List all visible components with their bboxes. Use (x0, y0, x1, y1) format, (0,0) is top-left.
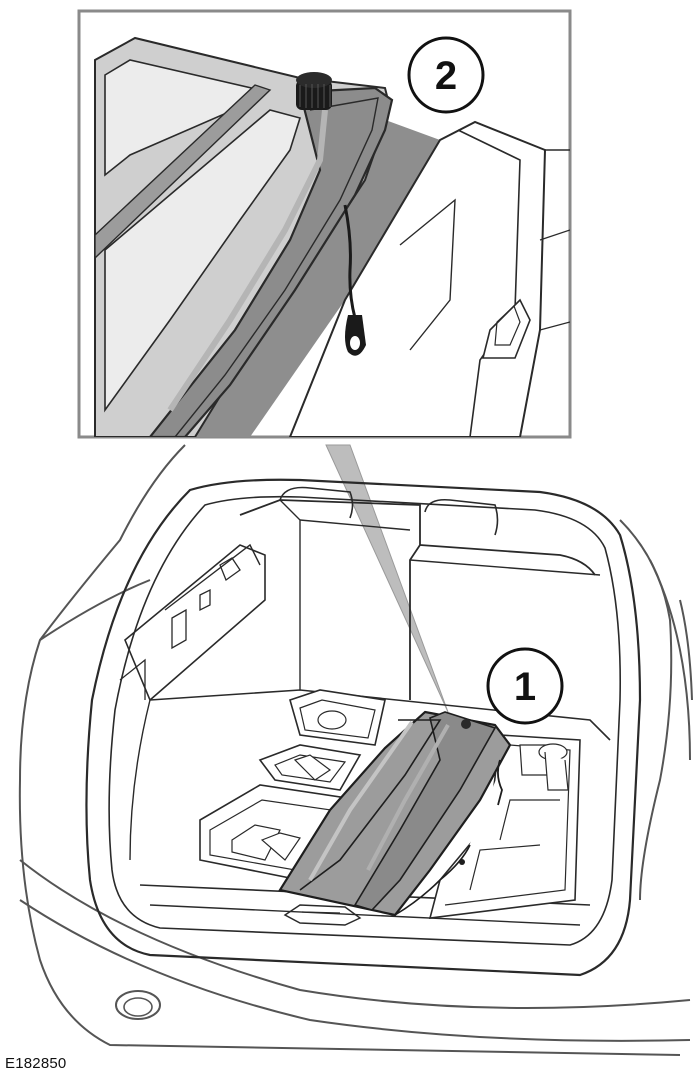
figure-reference: E182850 (5, 1055, 67, 1072)
callout-1: 1 (486, 647, 564, 725)
callout-2: 2 (407, 36, 485, 114)
stowed-cover-strap (497, 759, 503, 806)
exhaust-tip (115, 990, 161, 1020)
cover-strap (343, 204, 357, 319)
callout-2-label: 2 (435, 54, 457, 98)
callout-1-label: 1 (514, 665, 536, 709)
detail-pointer (325, 444, 449, 713)
boot-opening (85, 478, 642, 977)
detail-inset: 2 (77, 9, 572, 439)
stowed-load-cover (278, 710, 512, 917)
cover-roller (148, 86, 394, 437)
stowed-cover-knob (461, 719, 471, 729)
side-storage-trays (428, 734, 581, 919)
vehicle-rear (18, 444, 693, 1056)
cover-knob (296, 72, 332, 110)
sill-latch (283, 904, 362, 926)
floor-storage-trays (199, 689, 386, 881)
strap-loop (345, 315, 366, 356)
